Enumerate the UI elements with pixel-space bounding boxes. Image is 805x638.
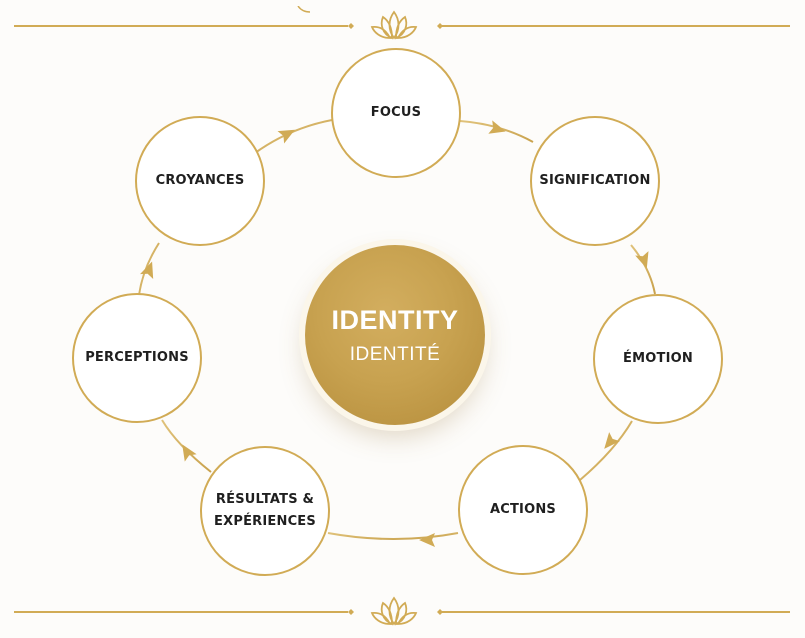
arrowhead-icon: [277, 129, 295, 144]
arrowhead-icon: [140, 261, 154, 279]
arrowhead-icon: [635, 251, 649, 269]
node-croyances: CROYANCES: [135, 116, 265, 246]
node-label: ÉMOTION: [623, 351, 693, 366]
node-label: CROYANCES: [155, 173, 245, 188]
center-title: IDENTITY: [331, 304, 459, 335]
node-resultats: RÉSULTATS & EXPÉRIENCES: [200, 446, 330, 576]
node-label: PERCEPTIONS: [85, 350, 189, 365]
node-perceptions: PERCEPTIONS: [72, 293, 202, 423]
lotus-icon: [370, 10, 418, 40]
connector-croyances-focus: [254, 119, 333, 154]
lotus-icon: [370, 596, 418, 626]
arrowhead-icon: [488, 120, 506, 134]
node-label: FOCUS: [370, 105, 422, 120]
center-subtitle: IDENTITÉ: [349, 343, 441, 365]
connector-actions-resultats: [327, 532, 459, 540]
top-divider: [14, 6, 790, 40]
connector-emotion-actions: [579, 420, 633, 481]
node-actions: ACTIONS: [458, 445, 588, 575]
center-identity: IDENTITY IDENTITÉ: [305, 245, 485, 425]
node-signification: SIGNIFICATION: [530, 116, 660, 246]
node-label: ACTIONS: [489, 502, 556, 517]
node-label: RÉSULTATS & EXPÉRIENCES: [214, 492, 316, 529]
connector-resultats-perceptions: [161, 419, 212, 473]
arrowhead-icon: [604, 432, 620, 449]
arrowhead-icon: [419, 533, 435, 547]
bottom-divider: [14, 596, 790, 626]
node-focus: FOCUS: [331, 48, 461, 178]
node-emotion: ÉMOTION: [593, 294, 723, 424]
arrowhead-icon: [182, 444, 197, 462]
node-label: SIGNIFICATION: [539, 173, 651, 188]
connector-signification-emotion: [630, 244, 656, 295]
